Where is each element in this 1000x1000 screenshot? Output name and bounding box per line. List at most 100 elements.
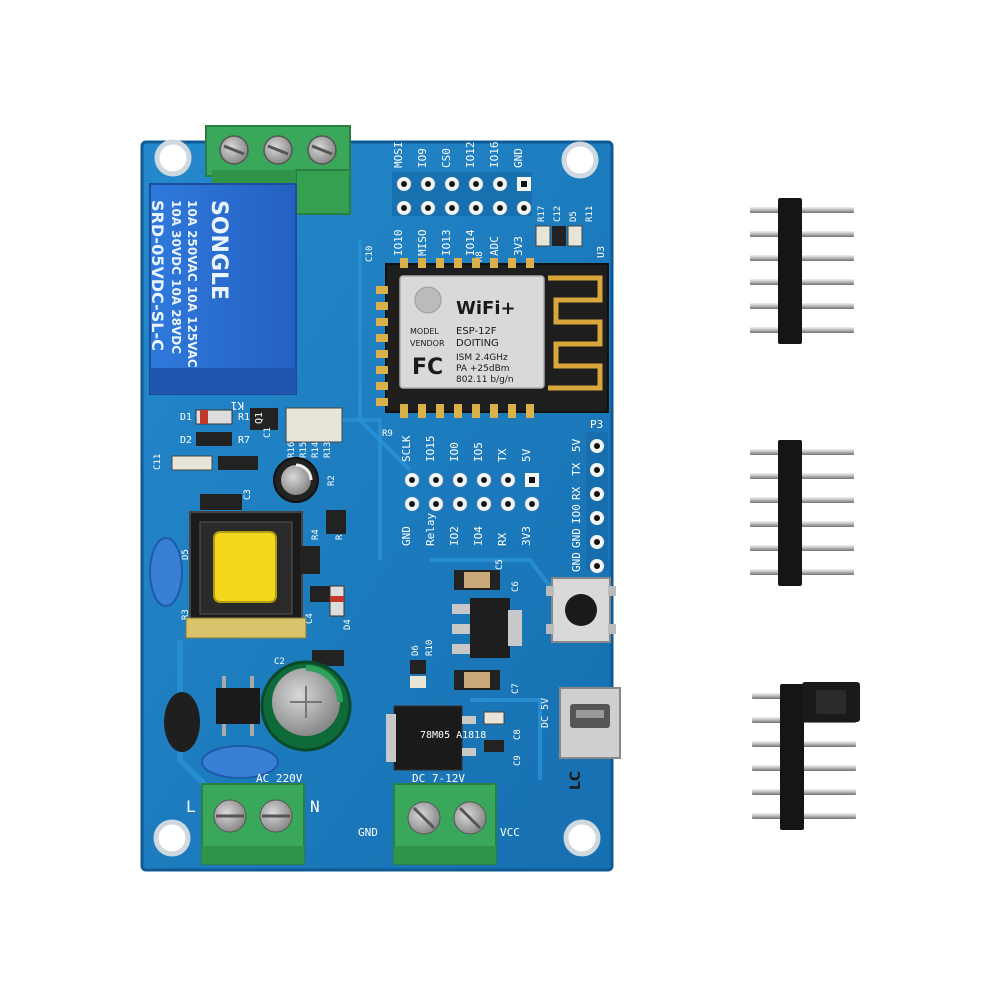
- pad-hole: [521, 205, 527, 211]
- ref-r3: R3: [181, 609, 191, 620]
- micro-usb-port: DC 5V LC: [540, 687, 621, 790]
- ref-c6: C6: [511, 581, 521, 592]
- ref-r8: R8: [475, 251, 485, 262]
- pad-hole: [481, 501, 487, 507]
- mid-header-bottom-label-6: 3V3: [520, 526, 533, 546]
- ref-d1: D1: [180, 412, 192, 423]
- ref-r14: R14: [311, 442, 321, 458]
- pad-hole: [425, 205, 431, 211]
- module-pad: [400, 258, 408, 268]
- header-body: [780, 684, 804, 830]
- module-ref: U3: [596, 246, 607, 258]
- push-button: [546, 577, 616, 643]
- module-pad: [418, 404, 426, 418]
- module-pad: [376, 382, 388, 390]
- pin-header-strip-1: [750, 198, 854, 344]
- mid-header-label-2: IO15: [424, 436, 437, 463]
- module-pad: [436, 404, 444, 418]
- header-body: [778, 440, 802, 586]
- module-spec-1: ISM 2.4GHz: [456, 353, 508, 363]
- top-header-label-5: IO16: [488, 142, 501, 169]
- ref-c7: C7: [511, 683, 521, 694]
- pad-hole: [594, 443, 600, 449]
- module-pad: [418, 258, 426, 268]
- ref-r2: R2: [327, 475, 337, 486]
- mid-header-bottom-label-4: IO4: [472, 526, 485, 546]
- ref-d2: D2: [180, 435, 192, 446]
- pad-hole: [425, 181, 431, 187]
- module-pad: [454, 258, 462, 268]
- top-header-bottom-label-4: IO14: [464, 229, 477, 256]
- dc-vcc-label: VCC: [500, 826, 520, 839]
- ref-d6: D6: [411, 645, 421, 656]
- module-pad: [508, 404, 516, 418]
- ref-c1: C1: [263, 427, 273, 438]
- smd-cluster-left: D1 R1 D2 R7 Q1 R16 R15 R14 R13 C11 C1 R2…: [153, 407, 353, 667]
- pad-hole: [433, 477, 439, 483]
- top-header-label-1: MOSI: [392, 142, 405, 169]
- blue-capacitor-2: [201, 745, 279, 779]
- ac-screw-terminal: L N AC 220V: [186, 772, 320, 865]
- top-pin-header: MOSI IO9 CS0 IO12 IO16 GND IO10 MISO IO1…: [392, 142, 532, 257]
- pad-hole: [409, 501, 415, 507]
- ref-r6: R6: [335, 529, 345, 540]
- module-pad: [376, 398, 388, 406]
- module-vendor-value: DOITING: [456, 338, 499, 349]
- regulator-marking: 78M05 A1818: [420, 730, 486, 741]
- module-pad: [490, 258, 498, 268]
- header-body: [778, 198, 802, 344]
- module-pad: [376, 286, 388, 294]
- pad-hole: [449, 181, 455, 187]
- top-header-label-4: IO12: [464, 142, 477, 169]
- middle-pin-header: SCLK IO15 IO0 IO5 TX 5V GND Relay IO2 IO…: [382, 429, 539, 546]
- pad-hole: [473, 205, 479, 211]
- pad-hole: [401, 205, 407, 211]
- mid-header-label-5: TX: [496, 448, 509, 462]
- module-pad: [490, 404, 498, 418]
- module-pad: [472, 258, 480, 268]
- top-header-bottom-label-1: IO10: [392, 230, 405, 257]
- module-spec-2: PA +25dBm: [456, 364, 510, 374]
- pin-header-strip-2: [750, 440, 854, 586]
- fcc-mark: FC: [412, 355, 443, 380]
- relay-brand: SONGLE: [206, 200, 231, 300]
- ref-r10: R10: [425, 640, 435, 656]
- ref-r15: R15: [299, 442, 309, 458]
- ac-live-label: L: [186, 797, 196, 816]
- mid-header-bottom-label-3: IO2: [448, 526, 461, 546]
- ref-c4: C4: [305, 613, 315, 624]
- pad-hole: [481, 477, 487, 483]
- lc-mark: LC: [568, 771, 584, 790]
- module-pad: [454, 404, 462, 418]
- relay-rating-1: 10A 250VAC 10A 125VAC: [185, 200, 199, 368]
- p3-label-4: IO0: [570, 504, 583, 524]
- pad-hole: [594, 515, 600, 521]
- relay-model: SRD-05VDC-SL-C: [148, 200, 167, 351]
- mid-header-label-4: IO5: [472, 442, 485, 462]
- module-pad: [376, 366, 388, 374]
- pad-hole: [529, 477, 535, 483]
- ref-r17: R17: [537, 206, 547, 222]
- regulator-area: C6 C5 D6 R10 C7 78M05 A1818 C8 C9: [386, 559, 523, 771]
- pad-hole: [497, 181, 503, 187]
- pad-hole: [457, 477, 463, 483]
- pad-hole: [594, 467, 600, 473]
- smd-cluster-mid: [164, 510, 346, 752]
- ref-c8: C8: [513, 729, 523, 740]
- wifi-brand: WiFi+: [456, 298, 516, 319]
- module-model-value: ESP-12F: [456, 326, 497, 337]
- ref-r1: R1: [238, 412, 250, 423]
- pin-header-strip-3-with-jumper: [752, 682, 860, 830]
- ref-c11: C11: [153, 454, 163, 470]
- module-pad: [472, 404, 480, 418]
- pad-hole: [433, 501, 439, 507]
- module-vendor-label: VENDOR: [410, 339, 445, 348]
- mid-header-bottom-label-2: Relay: [424, 513, 437, 546]
- pad-hole: [409, 477, 415, 483]
- transformer: [185, 494, 307, 639]
- p3-label-5: GND: [570, 528, 583, 548]
- smd-cluster-top: R17 C12 D5 R11 C10 R8: [365, 206, 595, 262]
- p3-label-1: 5V: [570, 438, 583, 452]
- wifi-module: WiFi+ MODEL ESP-12F VENDOR DOITING FC IS…: [376, 246, 609, 418]
